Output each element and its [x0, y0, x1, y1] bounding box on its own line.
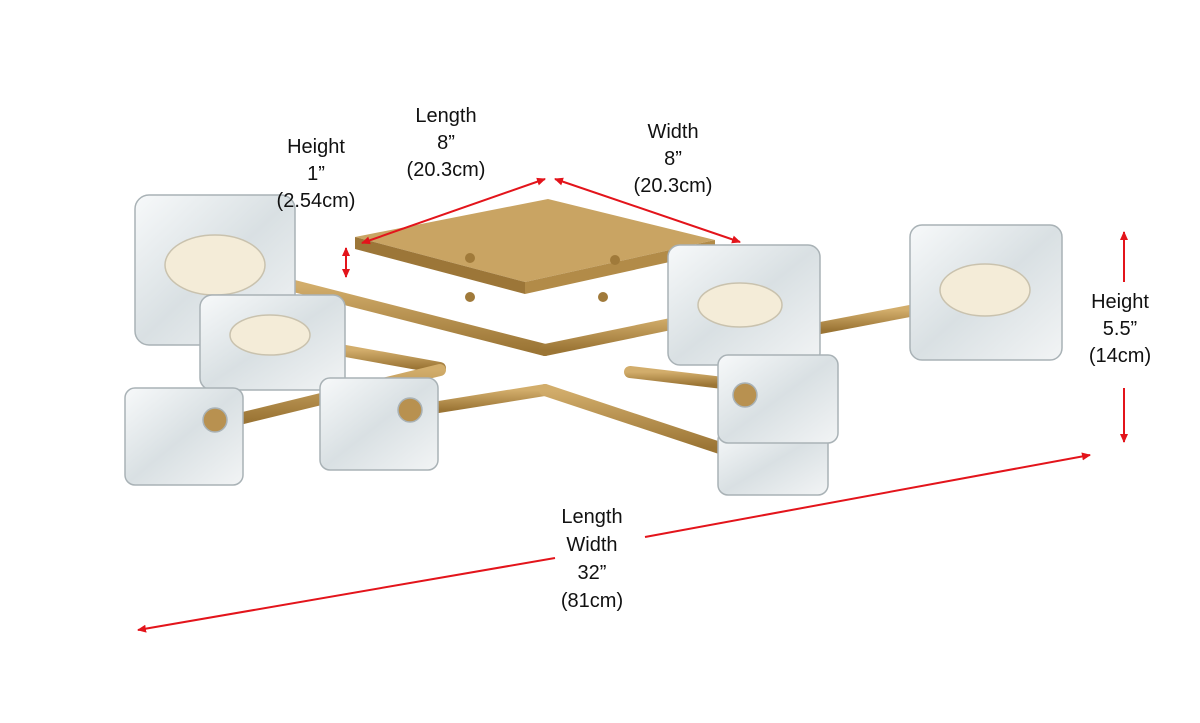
label-line: 5.5” — [1102, 318, 1138, 340]
label-line: 8” — [664, 148, 682, 170]
glass-shade — [124, 387, 244, 486]
glass-shade — [199, 294, 346, 391]
label-line: Height — [287, 136, 345, 158]
label-line: 32” — [577, 562, 607, 584]
label-line: (20.3cm) — [406, 159, 486, 181]
label-line: Width — [566, 534, 618, 556]
label-line: 8” — [437, 132, 455, 154]
glass-shades — [124, 194, 1063, 496]
label-line: Height — [1091, 291, 1149, 313]
glass-shade — [909, 224, 1063, 361]
arrow-overall-right — [644, 452, 1091, 538]
arrow-top-width — [554, 177, 741, 244]
top-height-label: Height 1” (2.54cm) — [277, 134, 356, 215]
overall-size-label: Length Width 32” (81cm) — [561, 503, 623, 615]
label-line: (20.3cm) — [633, 175, 713, 197]
label-line: Width — [647, 121, 699, 143]
top-length-label: Length 8” (20.3cm) — [407, 103, 486, 184]
arrow-top-length — [361, 177, 546, 245]
label-line: (81cm) — [560, 590, 624, 612]
overall-height-label: Height 5.5” (14cm) — [1089, 289, 1151, 370]
label-line: Length — [561, 506, 623, 528]
label-line: (2.54cm) — [276, 190, 356, 212]
top-width-label: Width 8” (20.3cm) — [634, 119, 713, 200]
glass-shade — [717, 354, 839, 444]
label-line: 1” — [307, 163, 325, 185]
glass-shade — [667, 244, 821, 366]
glass-shade — [319, 377, 439, 471]
arrow-overall-left — [137, 557, 556, 633]
label-line: Length — [415, 105, 477, 127]
label-line: (14cm) — [1088, 345, 1152, 367]
